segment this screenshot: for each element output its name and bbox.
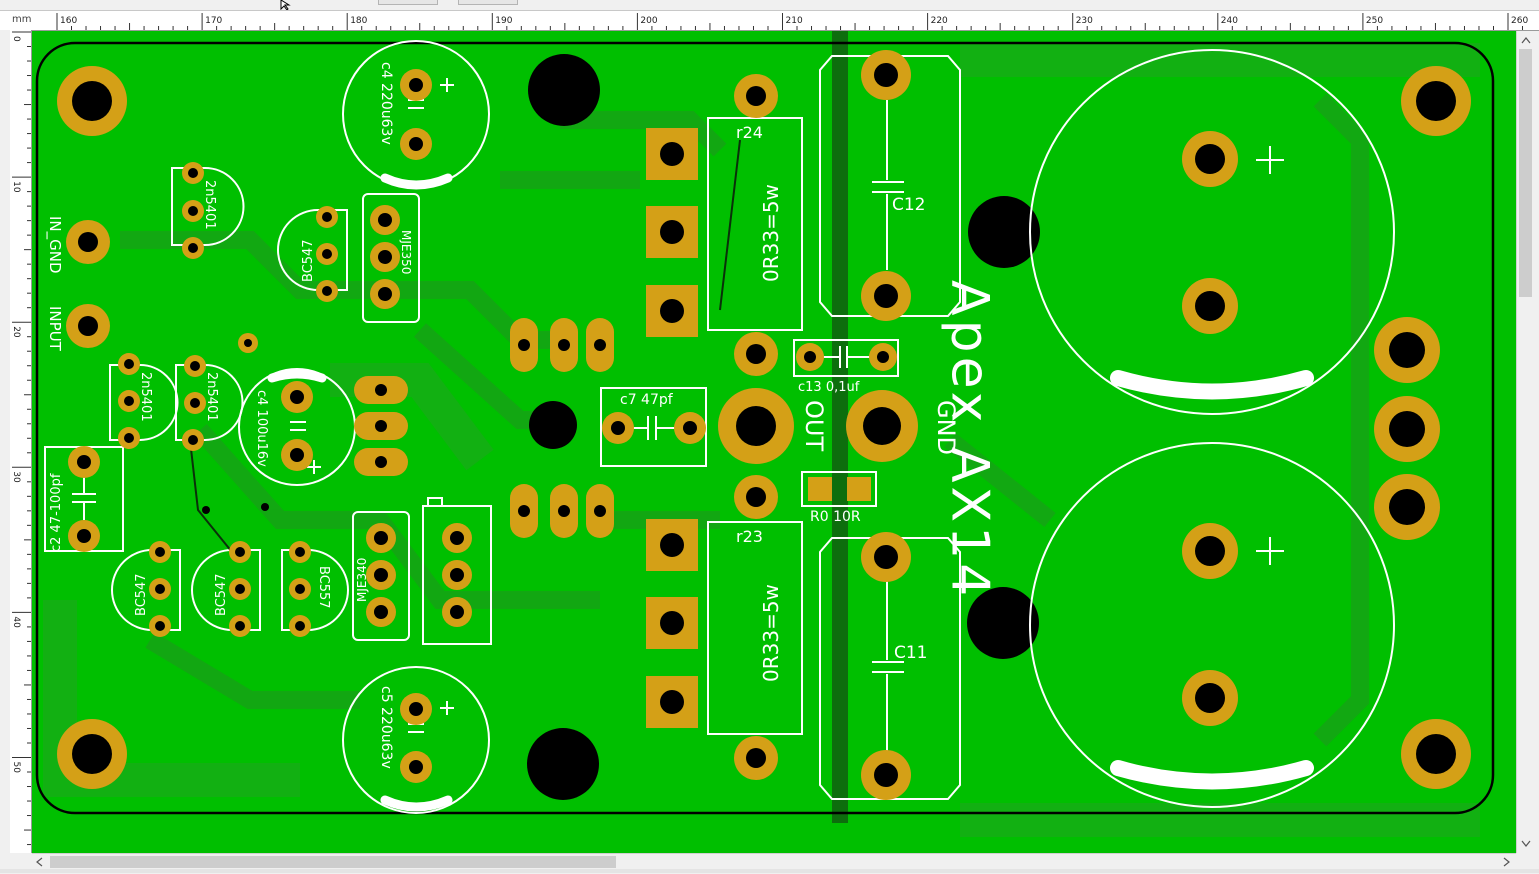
toolbar-control[interactable] — [378, 0, 438, 5]
label-c2: c2 47-100pf — [49, 473, 64, 552]
label-input: INPUT — [46, 306, 64, 352]
vertical-scrollbar[interactable] — [1516, 31, 1535, 853]
top-toolbar — [0, 0, 1539, 11]
ruler-label: 260 — [1511, 16, 1528, 26]
drill-hole — [528, 54, 600, 126]
label-c4-mid: c4 100u16v — [254, 390, 269, 467]
ruler-label: 180 — [350, 16, 367, 26]
ruler-label: 210 — [786, 16, 803, 26]
scroll-down-arrow-icon — [1521, 840, 1531, 847]
silkscreen-text: Apex AX14 OUT GND IN_GND INPUT C12 C11 r… — [45, 62, 999, 769]
ruler-label: 50 — [11, 762, 21, 774]
ruler-label: 240 — [1221, 16, 1238, 26]
ruler-label: 30 — [11, 471, 21, 483]
ruler-label: 40 — [11, 616, 21, 628]
label-c12: C12 — [892, 195, 926, 215]
bottom-layer-fills — [43, 43, 1480, 837]
label-c5: c5 220u63v — [378, 686, 394, 769]
label-r0: R0 10R — [810, 509, 861, 525]
label-bc547-a: BC547 — [301, 239, 316, 282]
mounting-holes — [57, 54, 1471, 800]
via — [202, 506, 210, 514]
pcb-board[interactable]: Apex AX14 OUT GND IN_GND INPUT C12 C11 r… — [32, 31, 1516, 853]
ruler-label: 170 — [205, 16, 222, 26]
horizontal-ruler: mm 160 170 180 190 200 210 220 230 240 250 260 — [0, 11, 1539, 31]
vertical-ruler-scale: 0 10 20 30 40 50 — [11, 31, 31, 846]
label-mje340: MJE340 — [355, 558, 369, 602]
horizontal-scrollbar-graphic — [36, 856, 1510, 868]
label-in-gnd: IN_GND — [45, 216, 64, 274]
label-gnd: GND — [932, 400, 960, 455]
ruler-label: 10 — [11, 181, 21, 193]
status-strip — [0, 869, 1539, 873]
horizontal-ruler-scale: 160 170 180 190 200 210 220 230 240 250 260 — [56, 13, 1528, 30]
ruler-label: 20 — [11, 326, 21, 338]
label-2n5401-c: 2n5401 — [204, 372, 219, 422]
pcb-canvas[interactable]: Apex AX14 OUT GND IN_GND INPUT C12 C11 r… — [32, 31, 1516, 853]
via — [261, 503, 269, 511]
label-r23: r23 — [736, 527, 763, 546]
ruler-label: 160 — [60, 16, 77, 26]
drill-hole — [527, 728, 599, 800]
ruler-label: 250 — [1366, 16, 1383, 26]
vertical-scrollbar-graphic — [1519, 37, 1532, 847]
left-edge — [0, 30, 10, 873]
silkscreen — [44, 40, 1395, 814]
label-2n5401-b: 2n5401 — [138, 372, 153, 422]
label-out: OUT — [800, 400, 828, 451]
heatsink-strip — [832, 31, 848, 823]
label-bc557: BC557 — [316, 566, 331, 609]
pads — [66, 50, 1440, 800]
label-r23-value: 0R33=5w — [759, 584, 783, 682]
ruler-label: 200 — [640, 16, 657, 26]
label-2n5401-a: 2n5401 — [202, 180, 217, 230]
scroll-up-arrow-icon — [1521, 37, 1531, 44]
label-r24: r24 — [736, 123, 763, 142]
label-c11: C11 — [894, 643, 928, 663]
label-mje350: MJE350 — [399, 230, 413, 274]
scroll-right-arrow-icon — [1503, 857, 1510, 867]
ruler-unit: mm — [12, 14, 32, 25]
label-c13: c13 0,1uf — [798, 380, 860, 395]
board-outline — [35, 41, 1495, 815]
board-title: Apex AX14 — [939, 280, 999, 600]
scroll-left-arrow-icon — [36, 857, 43, 867]
drill-hole — [529, 401, 577, 449]
vertical-scroll-thumb — [1519, 49, 1532, 297]
horizontal-scrollbar[interactable] — [32, 853, 1516, 870]
ruler-label: 220 — [931, 16, 948, 26]
ruler-label: 0 — [11, 36, 21, 42]
cursor-icon — [280, 0, 291, 10]
ruler-label: 230 — [1076, 16, 1093, 26]
drill-hole — [968, 196, 1040, 268]
vertical-ruler: 0 10 20 30 40 50 — [10, 30, 32, 853]
label-r24-value: 0R33=5w — [759, 184, 783, 282]
horizontal-scroll-thumb — [50, 856, 616, 868]
toolbar-control[interactable] — [458, 0, 518, 5]
ruler-label: 190 — [495, 16, 512, 26]
top-traces — [189, 139, 741, 553]
label-c4-top: c4 220u63v — [378, 62, 394, 145]
label-bc547-b: BC547 — [134, 573, 149, 616]
label-bc547-c: BC547 — [214, 573, 229, 616]
label-c7: c7 47pf — [620, 392, 674, 408]
drill-hole — [967, 587, 1039, 659]
